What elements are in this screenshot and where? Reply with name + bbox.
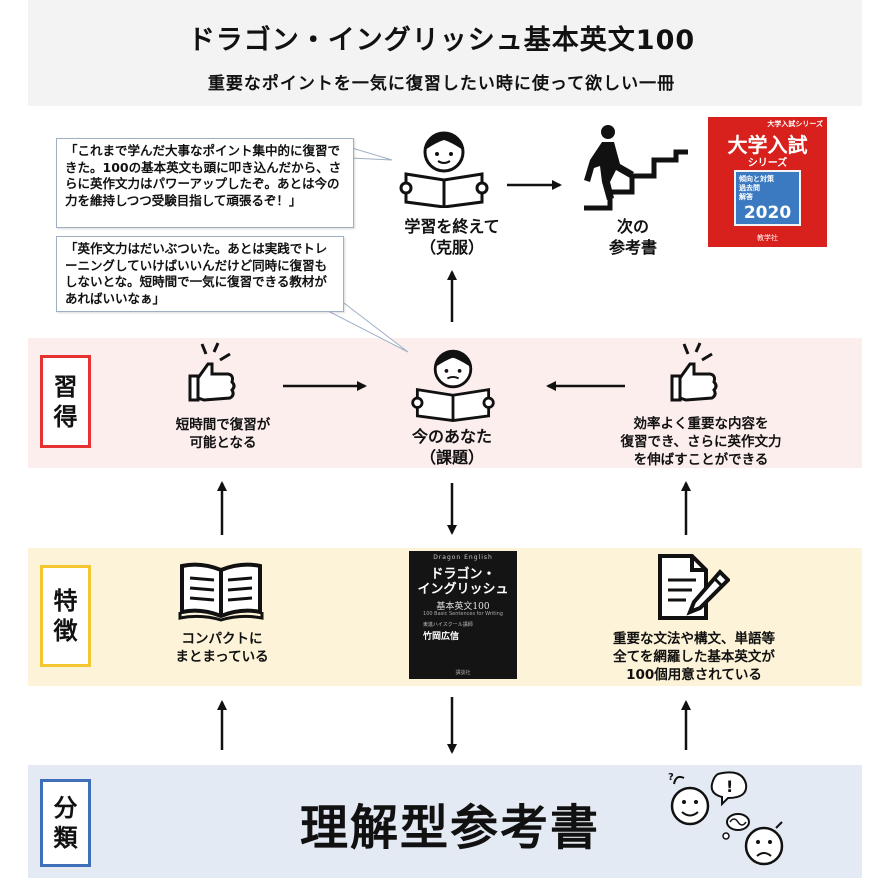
tokucho-tag-char-1: 特 bbox=[53, 587, 78, 615]
black-book-publisher: 講談社 bbox=[455, 670, 471, 676]
bunrui-tag: 分 類 bbox=[40, 779, 91, 867]
open-book-icon bbox=[178, 562, 264, 622]
reader-current-icon bbox=[411, 349, 495, 422]
shutoku-right-line-3: を伸ばすことができる bbox=[633, 452, 769, 468]
red-book-publisher: 教学社 bbox=[757, 234, 778, 242]
red-book-title: 大学入試 bbox=[727, 133, 808, 157]
tokucho-right-line-2: 全てを網羅した基本英文が bbox=[613, 649, 775, 665]
bubble-top: 「これまで学んだ大事なポイント集中的に復習できた。100の基本英文も頭に叩き込ん… bbox=[56, 138, 354, 228]
tokucho-left-label: コンパクトに まとまっている bbox=[140, 630, 304, 666]
shutoku-right-label: 効率よく重要な内容を 復習でき、さらに英作文力 を伸ばすことができる bbox=[586, 415, 816, 469]
thinking-faces-icon: ? ! bbox=[668, 771, 784, 866]
black-book-title: ドラゴン・ イングリッシュ bbox=[409, 567, 517, 597]
bubble-middle: 「英作文力はだいぶついた。あとは実践でトレーニングしていけばいいんだけど同時に復… bbox=[56, 236, 344, 312]
bubble-top-tail bbox=[349, 147, 393, 161]
bunrui-tag-char-2: 類 bbox=[53, 824, 78, 852]
black-book-series: Dragon English bbox=[433, 554, 493, 561]
goal-label: 学習を終えて （克服） bbox=[372, 216, 532, 258]
shutoku-tag-char-2: 得 bbox=[53, 402, 78, 431]
current-label: 今のあなた （課題） bbox=[372, 426, 532, 468]
next-label-line-2: 参考書 bbox=[608, 238, 657, 257]
red-book-sub-2: 過去問 bbox=[739, 184, 760, 192]
page-subtitle: 重要なポイントを一気に復習したい時に使って欲しい一冊 bbox=[207, 74, 676, 94]
tokucho-right-line-1: 重要な文法や構文、単語等 bbox=[613, 631, 775, 647]
thumbs-up-icon-left bbox=[188, 342, 236, 402]
reader-finished-icon bbox=[399, 131, 489, 208]
tokucho-tag-char-2: 徴 bbox=[53, 617, 78, 645]
dragon-english-book-cover: Dragon English ドラゴン・ イングリッシュ 基本英文100 100… bbox=[409, 551, 517, 679]
bunrui-tag-char-1: 分 bbox=[53, 794, 78, 822]
goal-label-line-2: （克服） bbox=[419, 238, 484, 257]
next-label-line-1: 次の bbox=[616, 217, 649, 236]
red-book-sub-3: 解答 bbox=[739, 193, 753, 201]
tokucho-left-line-2: まとまっている bbox=[175, 649, 269, 665]
red-book-sub-1: 傾向と対策 bbox=[739, 175, 774, 183]
document-writing-icon bbox=[658, 554, 730, 620]
red-book-series-top: 大学入試シリーズ bbox=[767, 120, 823, 128]
black-book-title-line-2: イングリッシュ bbox=[417, 582, 509, 597]
current-label-line-2: （課題） bbox=[419, 448, 484, 467]
shutoku-tag: 習 得 bbox=[40, 355, 91, 448]
shutoku-left-line-1: 短時間で復習が bbox=[175, 417, 271, 433]
classification-title: 理解型参考書 bbox=[299, 800, 600, 856]
shutoku-tag-char-1: 習 bbox=[53, 372, 78, 401]
next-label: 次の 参考書 bbox=[588, 216, 678, 258]
red-book-series: シリーズ bbox=[747, 158, 788, 169]
black-book-author-note: 東進ハイスクール講師 bbox=[423, 622, 473, 628]
next-book-cover: 大学入試シリーズ 大学入試 シリーズ 傾向と対策 過去問 解答 2020 教学社 bbox=[708, 117, 827, 247]
shutoku-left-label: 短時間で復習が 可能となる bbox=[138, 416, 308, 452]
thumbs-up-icon-right bbox=[670, 342, 718, 402]
goal-label-line-1: 学習を終えて bbox=[404, 217, 500, 236]
shutoku-left-line-2: 可能となる bbox=[189, 435, 257, 451]
red-book-emblem: 傾向と対策 過去問 解答 2020 bbox=[734, 170, 801, 226]
tokucho-left-line-1: コンパクトに bbox=[181, 631, 263, 647]
page-title: ドラゴン・イングリッシュ基本英文100 bbox=[187, 25, 696, 56]
svg-text:!: ! bbox=[726, 777, 733, 796]
tokucho-tag: 特 徴 bbox=[40, 565, 91, 667]
red-book-year: 2020 bbox=[743, 203, 792, 223]
black-book-subtitle: 基本英文100 bbox=[436, 602, 490, 612]
tokucho-right-line-3: 100個用意されている bbox=[626, 667, 762, 683]
stairs-climb-icon bbox=[584, 125, 688, 211]
current-label-line-1: 今のあなた bbox=[411, 427, 492, 446]
header-banner bbox=[28, 0, 862, 106]
tokucho-right-label: 重要な文法や構文、単語等 全てを網羅した基本英文が 100個用意されている bbox=[578, 630, 810, 684]
shutoku-right-line-2: 復習でき、さらに英作文力 bbox=[620, 434, 782, 450]
black-book-author: 竹岡広信 bbox=[423, 632, 460, 642]
black-book-title-line-1: ドラゴン・ bbox=[430, 567, 496, 582]
svg-text:?: ? bbox=[668, 772, 674, 783]
black-book-en: 100 Basic Sentences for Writing bbox=[423, 611, 503, 617]
shutoku-right-line-1: 効率よく重要な内容を bbox=[633, 416, 769, 432]
